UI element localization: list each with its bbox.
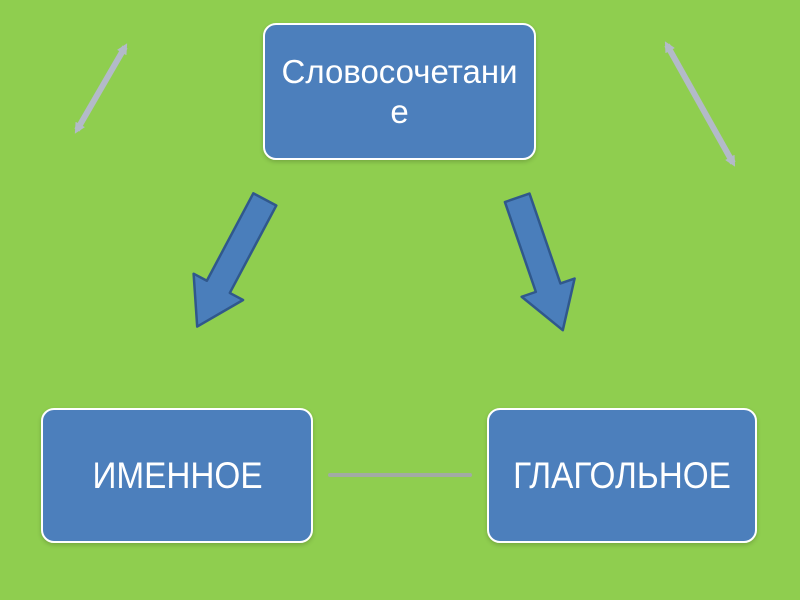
node-imennoe-label: ИМЕННОЕ [91, 454, 263, 496]
corner-line-left [74, 43, 128, 134]
node-glagolnoe-label: ГЛАГОЛЬНОЕ [513, 454, 731, 496]
block-arrow-right [503, 192, 576, 332]
block-arrow-left [192, 192, 278, 328]
node-glagolnoe[interactable]: ГЛАГОЛЬНОЕ [487, 408, 757, 543]
node-imennoe[interactable]: ИМЕННОЕ [41, 408, 313, 543]
corner-line-right [664, 41, 736, 167]
